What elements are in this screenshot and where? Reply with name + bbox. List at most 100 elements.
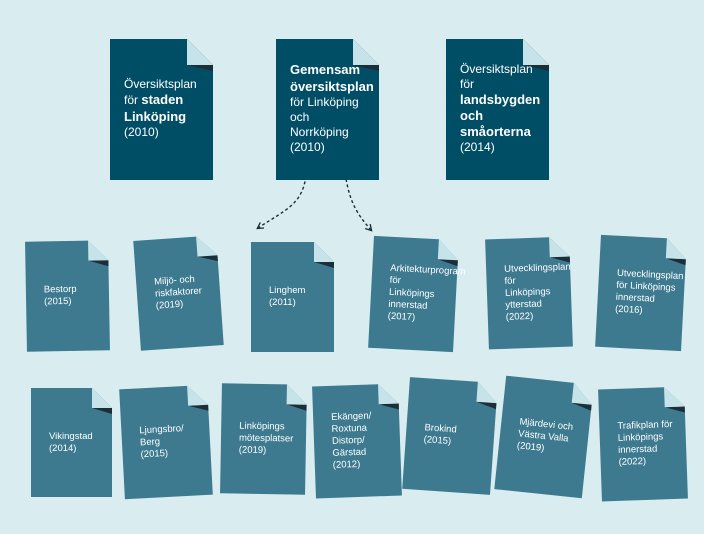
arrow-left [256, 175, 307, 230]
folded-corner [476, 381, 497, 404]
fold-shadow [187, 65, 213, 71]
arrow-right [345, 178, 373, 232]
document-body [368, 235, 458, 353]
document-label-line: (2014) [49, 442, 77, 454]
label-text: Översiktsplan för [460, 61, 533, 91]
document-label-line: landsbygden [460, 91, 541, 108]
document-body [220, 383, 307, 495]
label-text: (2010) [124, 124, 159, 139]
document-shape [494, 375, 592, 499]
document-label-line: (2016) [614, 303, 643, 316]
document-label-line: småorterna [460, 124, 539, 140]
document-label-line: för Linköpings [388, 274, 435, 301]
fold-shadow [197, 255, 218, 262]
label-text: (2010) [290, 139, 325, 154]
folded-corner [523, 39, 549, 65]
document-shape [595, 234, 686, 352]
document-shape [31, 388, 112, 497]
document-shape [25, 240, 110, 352]
document-label-line: (2015) [44, 295, 72, 308]
document-label: Brokind(2015) [402, 377, 498, 495]
document-label-line: och [460, 108, 539, 124]
document-label-line: Linghem [269, 285, 306, 297]
fold-shadow [188, 404, 209, 411]
fold-shadow [88, 260, 109, 267]
document-label-line: Norrköping [290, 125, 369, 140]
document-label-line: för Linköpings [504, 275, 551, 299]
document-label-line: Översiktsplan för [460, 62, 539, 92]
document-shape [220, 383, 307, 495]
fold-shadow [549, 256, 570, 263]
folded-corner [665, 238, 686, 260]
document-label: Ljungsbro/Berg(2015) [119, 385, 213, 499]
plan-document-bottom: Ljungsbro/Berg(2015) [119, 385, 213, 500]
document-label-line: (2010) [124, 125, 203, 140]
fold-shadow [571, 402, 592, 411]
document-label: Bestorp(2015) [25, 240, 110, 351]
document-label-line: Bestorp [43, 283, 77, 296]
document-label-line: för staden [124, 92, 203, 108]
document-label-line: Linköping [124, 109, 203, 125]
document-body [494, 375, 592, 499]
document-label-line: för Linköping och [290, 95, 369, 125]
plan-document-middle: Bestorp(2015) [25, 240, 110, 352]
fold-shadow [476, 401, 497, 410]
document-label-line: (2011) [269, 297, 296, 308]
document-body [598, 387, 688, 502]
folded-corner [549, 237, 570, 258]
fold-shadow [437, 259, 458, 267]
document-label-line: (2014) [460, 140, 539, 155]
fold-shadow [314, 262, 334, 268]
folded-corner [664, 387, 685, 408]
folded-corner [378, 384, 399, 405]
document-body [251, 242, 334, 352]
document-shape [133, 236, 224, 351]
document-shape [110, 39, 213, 180]
label-bold-text: Gemensam [290, 62, 361, 78]
document-label-line: (2019) [238, 444, 267, 456]
document-label-line: Linköpings [239, 420, 285, 433]
document-label-line: Översiktsplan [124, 77, 203, 92]
document-shape [251, 242, 334, 352]
document-label-line: Vikingstad [49, 430, 93, 442]
document-body [485, 237, 573, 350]
document-label-line: (2015) [140, 447, 169, 461]
document-shape [312, 384, 402, 499]
label-bold-text: översiktsplan [290, 78, 374, 94]
label-bold-text: småorterna [460, 124, 531, 140]
fold-shadow [378, 403, 399, 410]
document-body [110, 39, 213, 180]
folded-corner [88, 240, 109, 261]
fold-shadow [665, 258, 686, 266]
document-body [402, 377, 497, 495]
folded-corner [92, 388, 112, 408]
document-shape [368, 235, 458, 353]
document-body [119, 385, 213, 500]
label-bold-text: landsbygden [460, 91, 541, 107]
document-label-line: (2022) [618, 455, 647, 468]
folded-corner [286, 384, 307, 405]
plan-document-bottom: Vikingstad(2014) [31, 388, 112, 497]
label-text: (2014) [460, 140, 495, 155]
fold-shadow [664, 406, 685, 413]
fold-shadow [92, 408, 112, 414]
document-body [25, 240, 110, 352]
fold-shadow [286, 404, 307, 411]
document-body [446, 39, 549, 180]
label-text: för Linköping och [290, 94, 359, 124]
document-body [312, 384, 402, 499]
